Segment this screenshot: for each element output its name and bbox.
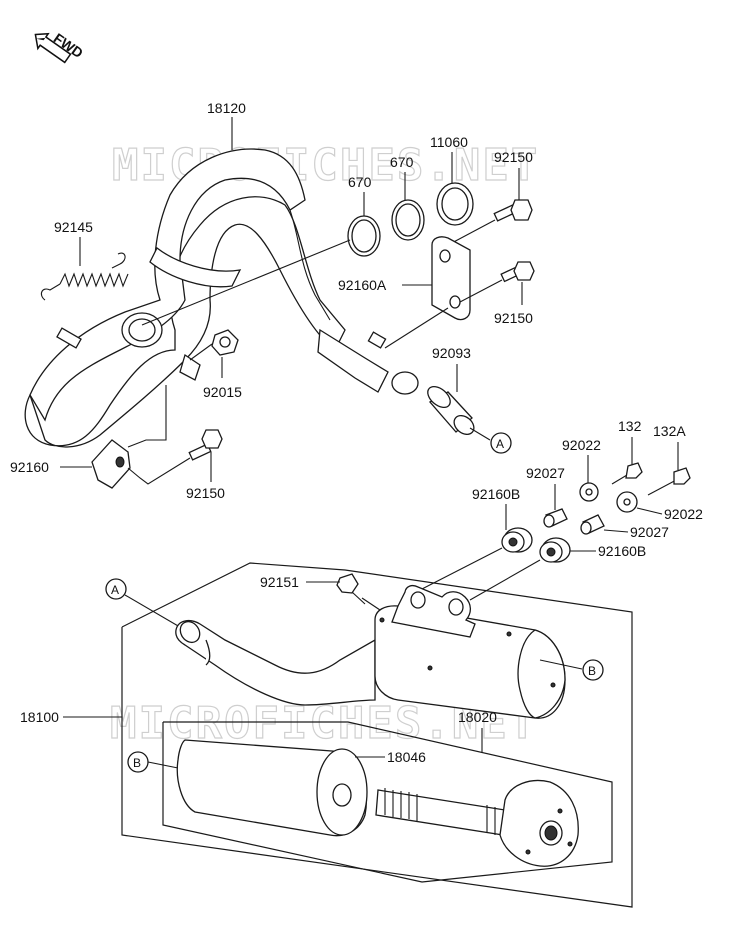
collar-92027-right [580, 514, 605, 535]
collar-92027-left [543, 508, 568, 528]
label-92145: 92145 [54, 219, 93, 235]
bolt-92151 [336, 573, 366, 605]
label-92150-mid: 92150 [494, 310, 533, 326]
label-670-right: 670 [390, 154, 414, 170]
bolt-92150-left [188, 429, 223, 461]
silencer-core [375, 779, 579, 867]
label-132: 132 [618, 418, 642, 434]
label-18120: 18120 [207, 100, 246, 116]
svg-text:B: B [133, 756, 141, 770]
label-92160b-right: 92160B [598, 543, 646, 559]
label-18100: 18100 [20, 709, 59, 725]
label-18046: 18046 [387, 749, 426, 765]
label-132a: 132A [653, 423, 686, 439]
label-11060: 11060 [430, 134, 468, 150]
label-92160: 92160 [10, 459, 49, 475]
label-92160a: 92160A [338, 277, 387, 293]
bolt-92150-top [493, 199, 533, 222]
label-92151: 92151 [260, 574, 299, 590]
damper-92160b-right [539, 537, 571, 563]
bracket-92160 [91, 439, 131, 489]
svg-text:A: A [111, 583, 119, 597]
bolt-132a [647, 467, 691, 496]
label-92027-right: 92027 [630, 524, 669, 540]
bracket-92160a [431, 236, 471, 321]
ref-marker-a-bottom [105, 578, 127, 600]
spring-92145 [40, 252, 129, 301]
label-92027-left: 92027 [526, 465, 565, 481]
label-92160b-left: 92160B [472, 486, 520, 502]
bolt-132 [611, 462, 643, 485]
label-18020: 18020 [458, 709, 497, 725]
packing-18046 [176, 739, 368, 837]
expansion-chamber [24, 148, 419, 448]
label-92093: 92093 [432, 345, 471, 361]
damper-92160b-left [501, 527, 533, 553]
label-670-left: 670 [348, 174, 372, 190]
bolt-92150-mid [500, 261, 535, 283]
ref-marker-a-top [490, 432, 512, 454]
label-92015: 92015 [203, 384, 242, 400]
ref-marker-b-right [582, 659, 604, 681]
svg-text:B: B [588, 664, 596, 678]
nut-92015 [211, 329, 239, 356]
svg-text:A: A [496, 437, 504, 451]
label-92150-left: 92150 [186, 485, 225, 501]
collar-92093 [427, 385, 475, 436]
label-92022-right: 92022 [664, 506, 703, 522]
label-92022-left: 92022 [562, 437, 601, 453]
muffler-body [175, 585, 566, 719]
fwd-arrow-icon [34, 32, 72, 64]
label-92150-top: 92150 [494, 149, 533, 165]
watermark-top: MICROFICHES.NET [112, 140, 539, 191]
